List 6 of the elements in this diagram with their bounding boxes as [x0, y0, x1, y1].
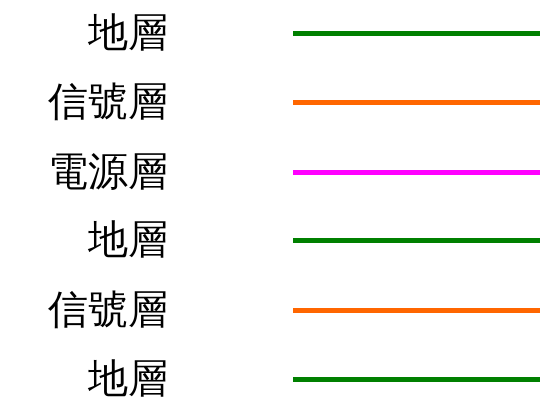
- legend-label: 信號層: [48, 287, 168, 333]
- legend-label: 地層: [88, 356, 168, 402]
- legend-label: 電源層: [48, 149, 168, 195]
- legend-label: 地層: [88, 10, 168, 56]
- legend-label: 信號層: [48, 79, 168, 125]
- legend-label: 地層: [88, 217, 168, 263]
